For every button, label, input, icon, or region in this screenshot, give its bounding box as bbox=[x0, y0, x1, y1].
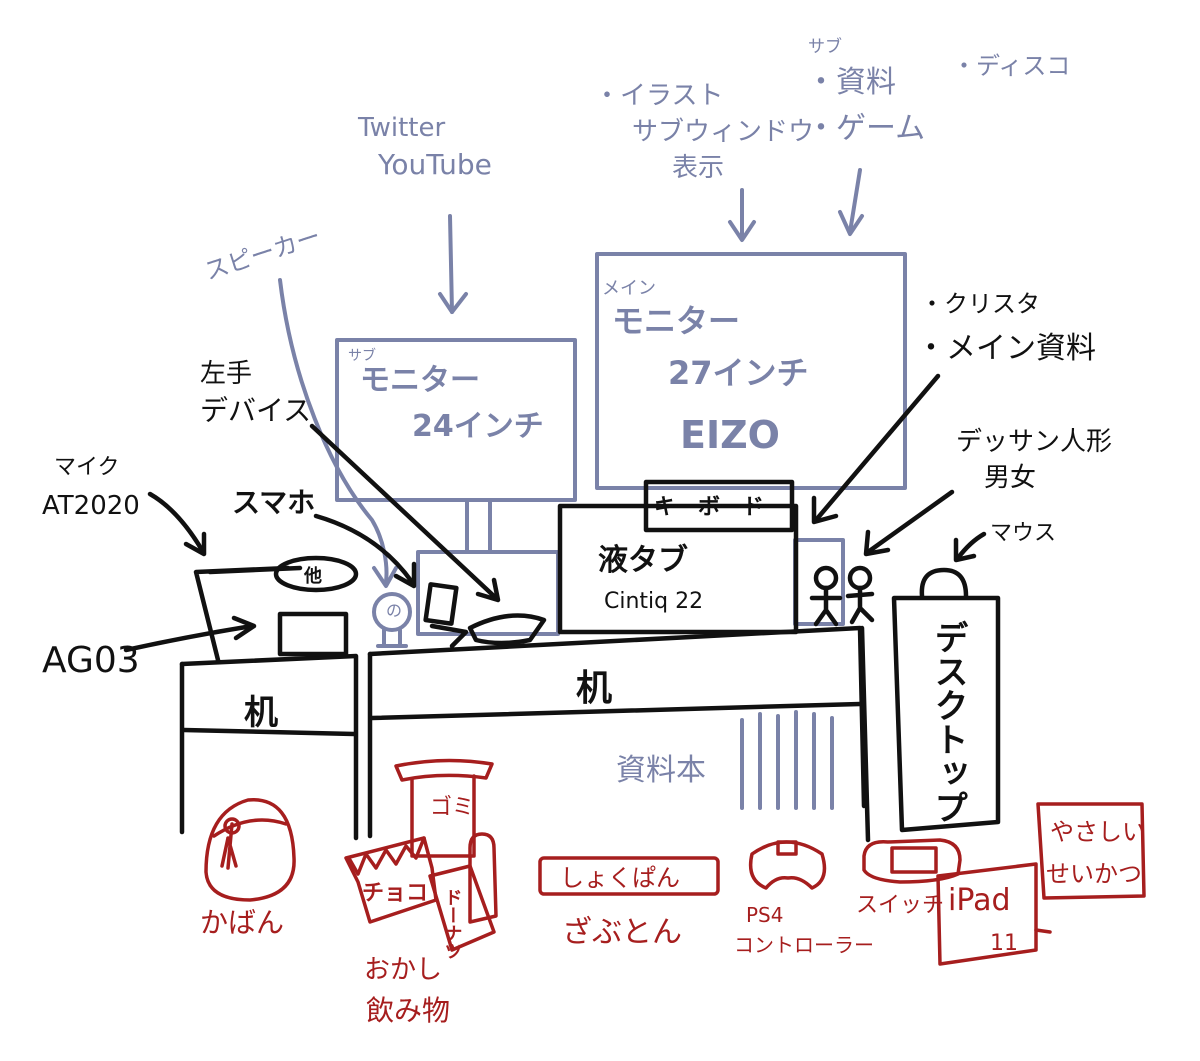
drink-bottle bbox=[468, 832, 498, 924]
games-arrow bbox=[838, 168, 864, 236]
cushion-label: ざぶとん bbox=[562, 915, 682, 950]
smartphone-arrow bbox=[313, 513, 417, 589]
mouse-arrow bbox=[953, 531, 987, 563]
ps4-label: PS4 bbox=[746, 903, 783, 927]
phone-stand bbox=[423, 582, 469, 649]
left-hand-device-arrow bbox=[309, 423, 501, 603]
left-desk-label: 机 bbox=[244, 693, 278, 733]
sub-prefix-label: サブ bbox=[808, 36, 842, 57]
figures-label: デッサン人形 bbox=[956, 427, 1112, 457]
illust-label: ・イラスト bbox=[594, 81, 723, 111]
mic-arm bbox=[193, 555, 359, 663]
smartphone-label: スマホ bbox=[232, 486, 315, 519]
pen-tablet-shape bbox=[557, 503, 799, 635]
ipad-mark: 11 bbox=[990, 931, 1018, 956]
speaker-arrow bbox=[278, 278, 398, 588]
games-label: ・ゲーム bbox=[806, 111, 925, 146]
ag03-label: AG03 bbox=[42, 640, 140, 681]
bag bbox=[204, 798, 296, 902]
keyboard-label: キーボード bbox=[654, 495, 764, 520]
sub-window-label: サブウィンドウ bbox=[632, 117, 814, 147]
main-monitor-size: 27インチ bbox=[668, 354, 809, 392]
sub-monitor-content-arrow bbox=[438, 214, 468, 314]
speaker bbox=[372, 592, 412, 648]
pen-tablet-label: 液タブ bbox=[598, 543, 688, 578]
display-label: 表示 bbox=[672, 153, 724, 183]
figures-arrow bbox=[863, 489, 955, 557]
sub-monitor-prefix: サブ bbox=[348, 347, 376, 364]
drinks-label: 飲み物 bbox=[366, 994, 450, 1027]
main-desk-label: 机 bbox=[576, 668, 612, 709]
ag03-arrow bbox=[123, 615, 257, 653]
chocolate-bag bbox=[344, 836, 438, 924]
sub-monitor-size: 24インチ bbox=[412, 409, 544, 444]
healthy-life-book bbox=[1036, 802, 1146, 900]
sub-monitor-title: モニター bbox=[360, 363, 480, 398]
ipad-label: iPad bbox=[948, 883, 1011, 918]
switch-label: スイッチ bbox=[856, 893, 944, 918]
main-monitor-brand: EIZO bbox=[680, 413, 780, 457]
chocolate-label: チョコ bbox=[362, 881, 428, 906]
device-label: デバイス bbox=[200, 394, 311, 427]
main-monitor-title: モニター bbox=[612, 302, 740, 340]
reference-books bbox=[740, 710, 834, 810]
trash-label: ゴミ bbox=[430, 795, 474, 820]
twitter-label: Twitter bbox=[357, 113, 445, 143]
clip-studio-label: ・クリスタ bbox=[920, 290, 1040, 318]
audio-interface bbox=[277, 611, 349, 657]
life-label: せいかつ bbox=[1046, 860, 1142, 888]
healthy-label: やさしい bbox=[1050, 818, 1146, 846]
switch-console bbox=[862, 838, 962, 884]
left-desk bbox=[179, 653, 359, 841]
controller-label: コントローラー bbox=[734, 933, 874, 957]
discord-label: ・ディスコ bbox=[952, 52, 1070, 80]
clip-studio-arrow bbox=[811, 373, 941, 525]
figures-gender-label: 男女 bbox=[984, 463, 1036, 493]
materials-label: ・資料 bbox=[806, 65, 896, 100]
donut-label: ドーナツ bbox=[442, 888, 463, 960]
speaker-label: スピーカー bbox=[201, 222, 324, 286]
main-desk bbox=[367, 625, 871, 843]
speaker-badge: の bbox=[386, 601, 402, 620]
ps4-controller bbox=[748, 840, 827, 890]
left-hand-device-shape bbox=[467, 613, 547, 646]
desktop-pc-shape bbox=[891, 567, 1001, 833]
bag-label: かばん bbox=[200, 906, 284, 939]
bread-cushion-label: しょくぱん bbox=[560, 864, 680, 892]
youtube-label: YouTube bbox=[377, 148, 492, 181]
desktop-pc-label: デスクトップ bbox=[928, 620, 968, 824]
main-monitor-content-arrow bbox=[728, 188, 756, 242]
mouse-label: マウス bbox=[990, 521, 1056, 546]
main-monitor-prefix: メイン bbox=[602, 278, 656, 299]
left-hand-label: 左手 bbox=[200, 359, 252, 389]
main-materials-label: ・メイン資料 bbox=[916, 331, 1096, 366]
mic-badge: 他 bbox=[303, 565, 322, 587]
snacks-label: おかし bbox=[364, 955, 442, 985]
pen-tablet-model: Cintiq 22 bbox=[604, 589, 703, 614]
mic-arrow bbox=[147, 491, 207, 557]
donut-bag bbox=[428, 864, 496, 952]
bread-cushion bbox=[538, 856, 720, 896]
figure-dolls bbox=[809, 565, 875, 627]
mic-label: マイク bbox=[54, 455, 120, 480]
reference-books-label: 資料本 bbox=[616, 753, 706, 788]
ipad bbox=[936, 862, 1052, 966]
trash-bin bbox=[394, 758, 494, 858]
keyboard-shape bbox=[643, 479, 795, 533]
mic-model-label: AT2020 bbox=[42, 491, 140, 521]
